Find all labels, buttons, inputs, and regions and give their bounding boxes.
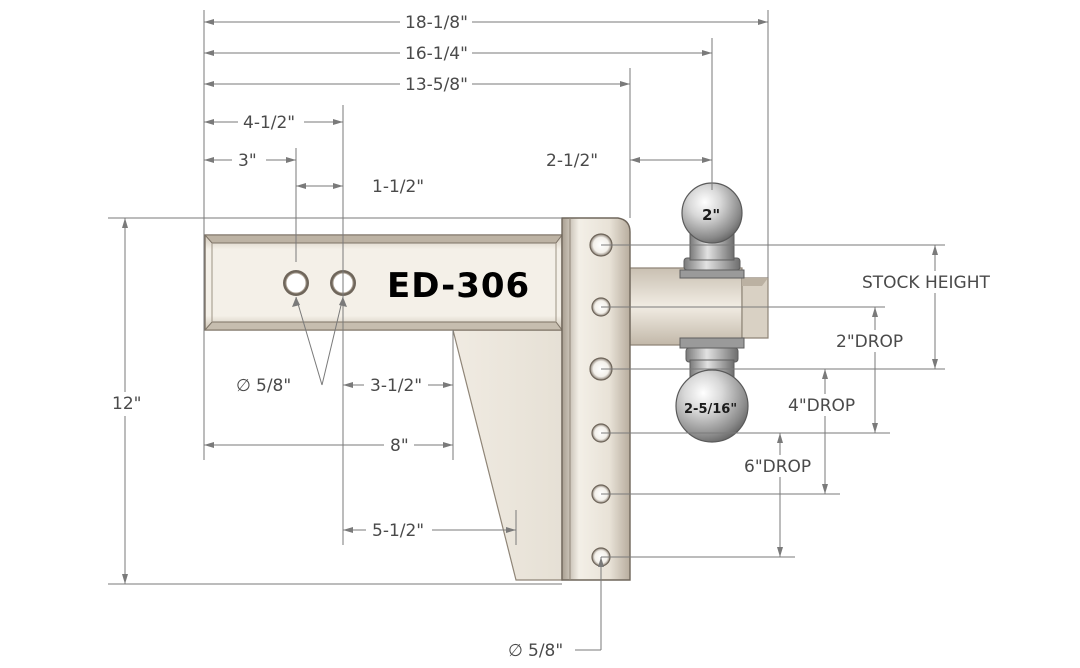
dim-4-1-2: 4-1/2"	[243, 113, 295, 133]
dim-3: 3"	[238, 151, 257, 171]
dim-1-1-2: 1-1/2"	[372, 177, 424, 197]
dimension-arrows	[122, 19, 938, 584]
dim-3-1-2: 3-1/2"	[370, 376, 422, 396]
dim-shank-hole-diameter-symbol: ∅	[236, 376, 251, 396]
dimension-labels: 18-1/8" 16-1/4" 13-5/8" 4-1/2" 3" 1-1/2"…	[108, 11, 1008, 662]
dim-plate-hole-diameter-symbol: ∅	[508, 641, 523, 661]
dim-5-1-2: 5-1/2"	[372, 521, 424, 541]
dim-16-1-4: 16-1/4"	[405, 44, 468, 64]
dim-13-5-8: 13-5/8"	[405, 75, 468, 95]
dim-12: 12"	[112, 394, 141, 414]
ball-2in-label: 2"	[702, 206, 720, 224]
ball-2-5-16in-label: 2-5/16"	[684, 402, 737, 417]
dim-8: 8"	[390, 436, 409, 456]
stock-height-label: STOCK HEIGHT	[862, 273, 990, 293]
ball-2in	[679, 182, 745, 279]
ball-2-5-16in	[675, 337, 749, 443]
drop-6-label: 6"DROP	[744, 457, 811, 477]
dim-plate-hole-diameter: 5/8"	[528, 641, 563, 661]
shank	[203, 234, 563, 331]
receiver-plate	[561, 217, 631, 581]
dim-18-1-8: 18-1/8"	[405, 13, 468, 33]
drop-4-label: 4"DROP	[788, 396, 855, 416]
drop-2-label: 2"DROP	[836, 332, 903, 352]
model-label: ED-306	[387, 266, 530, 306]
dim-2-1-2: 2-1/2"	[546, 151, 598, 171]
dim-shank-hole-diameter: 5/8"	[256, 376, 291, 396]
gusset	[452, 329, 563, 581]
